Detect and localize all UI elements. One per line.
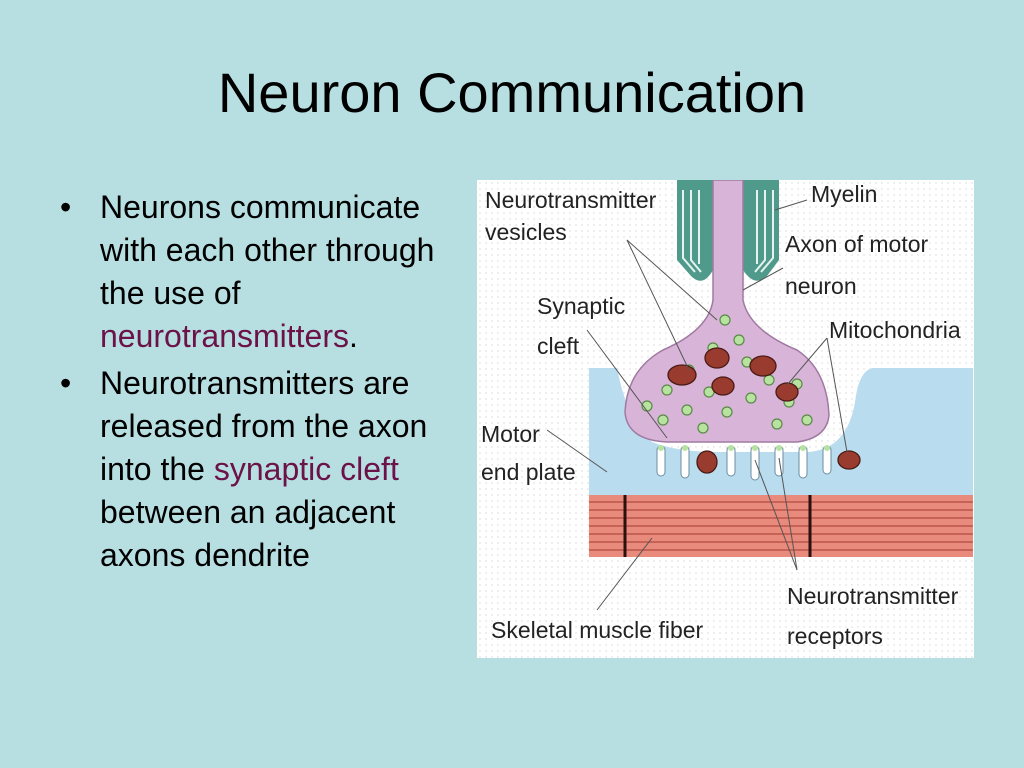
leader-lines — [546, 199, 848, 611]
label-axon-line2: neuron — [785, 273, 857, 299]
label-cleft-line1: Synaptic — [537, 293, 625, 319]
label-vesicles-line1: Neurotransmitter — [485, 187, 657, 213]
label-myelin: Myelin — [811, 181, 877, 207]
slide-title: Neuron Communication — [217, 61, 807, 124]
label-motor-line1: Motor — [481, 421, 540, 447]
bullet-dot-icon: • — [60, 365, 72, 401]
label-receptors-line1: Neurotransmitter — [787, 583, 959, 609]
bullet-highlight: neurotransmitters — [100, 318, 349, 354]
label-cleft-line2: cleft — [537, 333, 580, 359]
bullet-text: Neurotransmitters are released from the … — [100, 365, 428, 487]
bullet-item: • Neurotransmitters are released from th… — [58, 362, 448, 577]
myelin-sheath-left — [677, 180, 713, 281]
label-motor-line2: end plate — [481, 459, 576, 485]
bullet-text-end: between an adjacent axons dendrite — [100, 494, 396, 573]
bullet-list: • Neurons communicate with each other th… — [58, 186, 448, 581]
label-vesicles-line2: vesicles — [485, 219, 567, 245]
bullet-text: Neurons communicate with each other thro… — [100, 189, 435, 311]
myelin-sheath-right — [743, 180, 779, 281]
muscle-z-lines — [623, 495, 812, 557]
mitochondria — [667, 347, 861, 474]
bullet-text-end: . — [348, 318, 358, 354]
bullet-dot-icon: • — [60, 189, 72, 225]
label-axon-line1: Axon of motor — [785, 231, 929, 257]
label-mitochondria: Mitochondria — [829, 317, 961, 343]
label-muscle: Skeletal muscle fiber — [491, 617, 704, 643]
muscle-striations — [589, 501, 973, 551]
myelin-layers — [682, 190, 774, 273]
bullet-item: • Neurons communicate with each other th… — [58, 186, 448, 358]
synapse-diagram-svg: Neurotransmitter vesicles Myelin Axon of… — [477, 180, 974, 658]
bullet-highlight: synaptic cleft — [213, 451, 399, 487]
neurotransmitter-receptors — [658, 445, 830, 451]
synapse-diagram: Neurotransmitter vesicles Myelin Axon of… — [477, 180, 974, 658]
label-receptors-line2: receptors — [787, 623, 883, 649]
